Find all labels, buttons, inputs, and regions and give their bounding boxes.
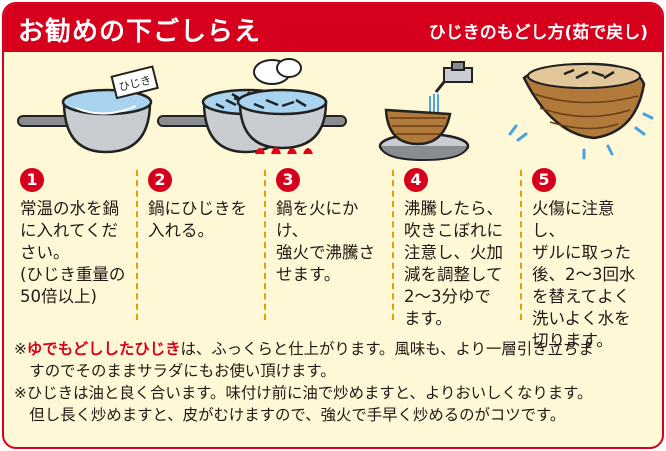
pot-with-water-illustration: ひじき — [17, 65, 159, 154]
note-text: は、ふっくらと仕上がります。風味も、より一層引き立ちま すのでそのままサラダにも… — [29, 340, 594, 380]
step-5: 5 火傷に注意し、 ザルに取った 後、2～3回水 を替えてよく 洗いよく水を 切… — [522, 164, 650, 350]
notes-section: ※ゆでもどししたひじきは、ふっくらと仕上がります。風味も、より一層引き立ちま す… — [14, 338, 654, 426]
note-prefix: ※ — [14, 384, 27, 402]
step-separator — [136, 170, 138, 320]
colander-draining-illustration — [508, 62, 654, 160]
step-number-badge: 3 — [276, 168, 300, 192]
step-text: 沸騰したら、 吹きこぼれに 注意し、火加 減を調整して 2～3分ゆで ます。 — [404, 199, 503, 328]
step-2: 2 鍋にひじきを 入れる。 — [138, 164, 266, 332]
faucet-colander-illustration — [378, 61, 473, 162]
step-number-badge: 2 — [148, 168, 172, 192]
step-text: 常温の水を鍋 に入れてくだ さい。 (ひじき重量の 50倍以上) — [20, 199, 126, 306]
step-1: 1 常温の水を鍋 に入れてくだ さい。 (ひじき重量の 50倍以上) — [10, 164, 138, 332]
illustrations: ひじき — [17, 58, 654, 162]
note-2: ※ひじきは油と良く合います。味付け前に油で炒めますと、よりおいしくなります。 但… — [14, 382, 654, 426]
step-separator — [520, 170, 522, 320]
step-number-badge: 4 — [404, 168, 428, 192]
note-text: ひじきは油と良く合います。味付け前に油で炒めますと、よりおいしくなります。 但し… — [26, 384, 593, 424]
step-number-badge: 5 — [532, 168, 556, 192]
step-text: 火傷に注意し、 ザルに取った 後、2～3回水 を替えてよく 洗いよく水を 切りま… — [532, 199, 636, 350]
step-3: 3 鍋を火にかけ、 強火で沸騰さ せます。 — [266, 164, 394, 332]
note-1: ※ゆでもどししたひじきは、ふっくらと仕上がります。風味も、より一層引き立ちま す… — [14, 338, 654, 382]
step-separator — [392, 170, 394, 320]
page-subtitle: ひじきのもどし方(茹で戻し) — [428, 23, 648, 43]
step-4: 4 沸騰したら、 吹きこぼれに 注意し、火加 減を調整して 2～3分ゆで ます。 — [394, 164, 522, 332]
step-separator — [264, 170, 266, 320]
header-bar: お勧めの下ごしらえ ひじきのもどし方(茹で戻し) — [4, 4, 662, 52]
step-number-badge: 1 — [20, 168, 44, 192]
step-text: 鍋を火にかけ、 強火で沸騰さ せます。 — [276, 199, 375, 284]
step-text: 鍋にひじきを 入れる。 — [148, 199, 247, 240]
page-title: お勧めの下ごしらえ — [18, 17, 262, 47]
note-prefix: ※ — [14, 340, 27, 358]
note-emphasis: ゆでもどししたひじき — [26, 340, 181, 358]
hijiki-label-tag: ひじき — [110, 65, 159, 100]
pot-on-fire-illustration — [236, 58, 347, 155]
